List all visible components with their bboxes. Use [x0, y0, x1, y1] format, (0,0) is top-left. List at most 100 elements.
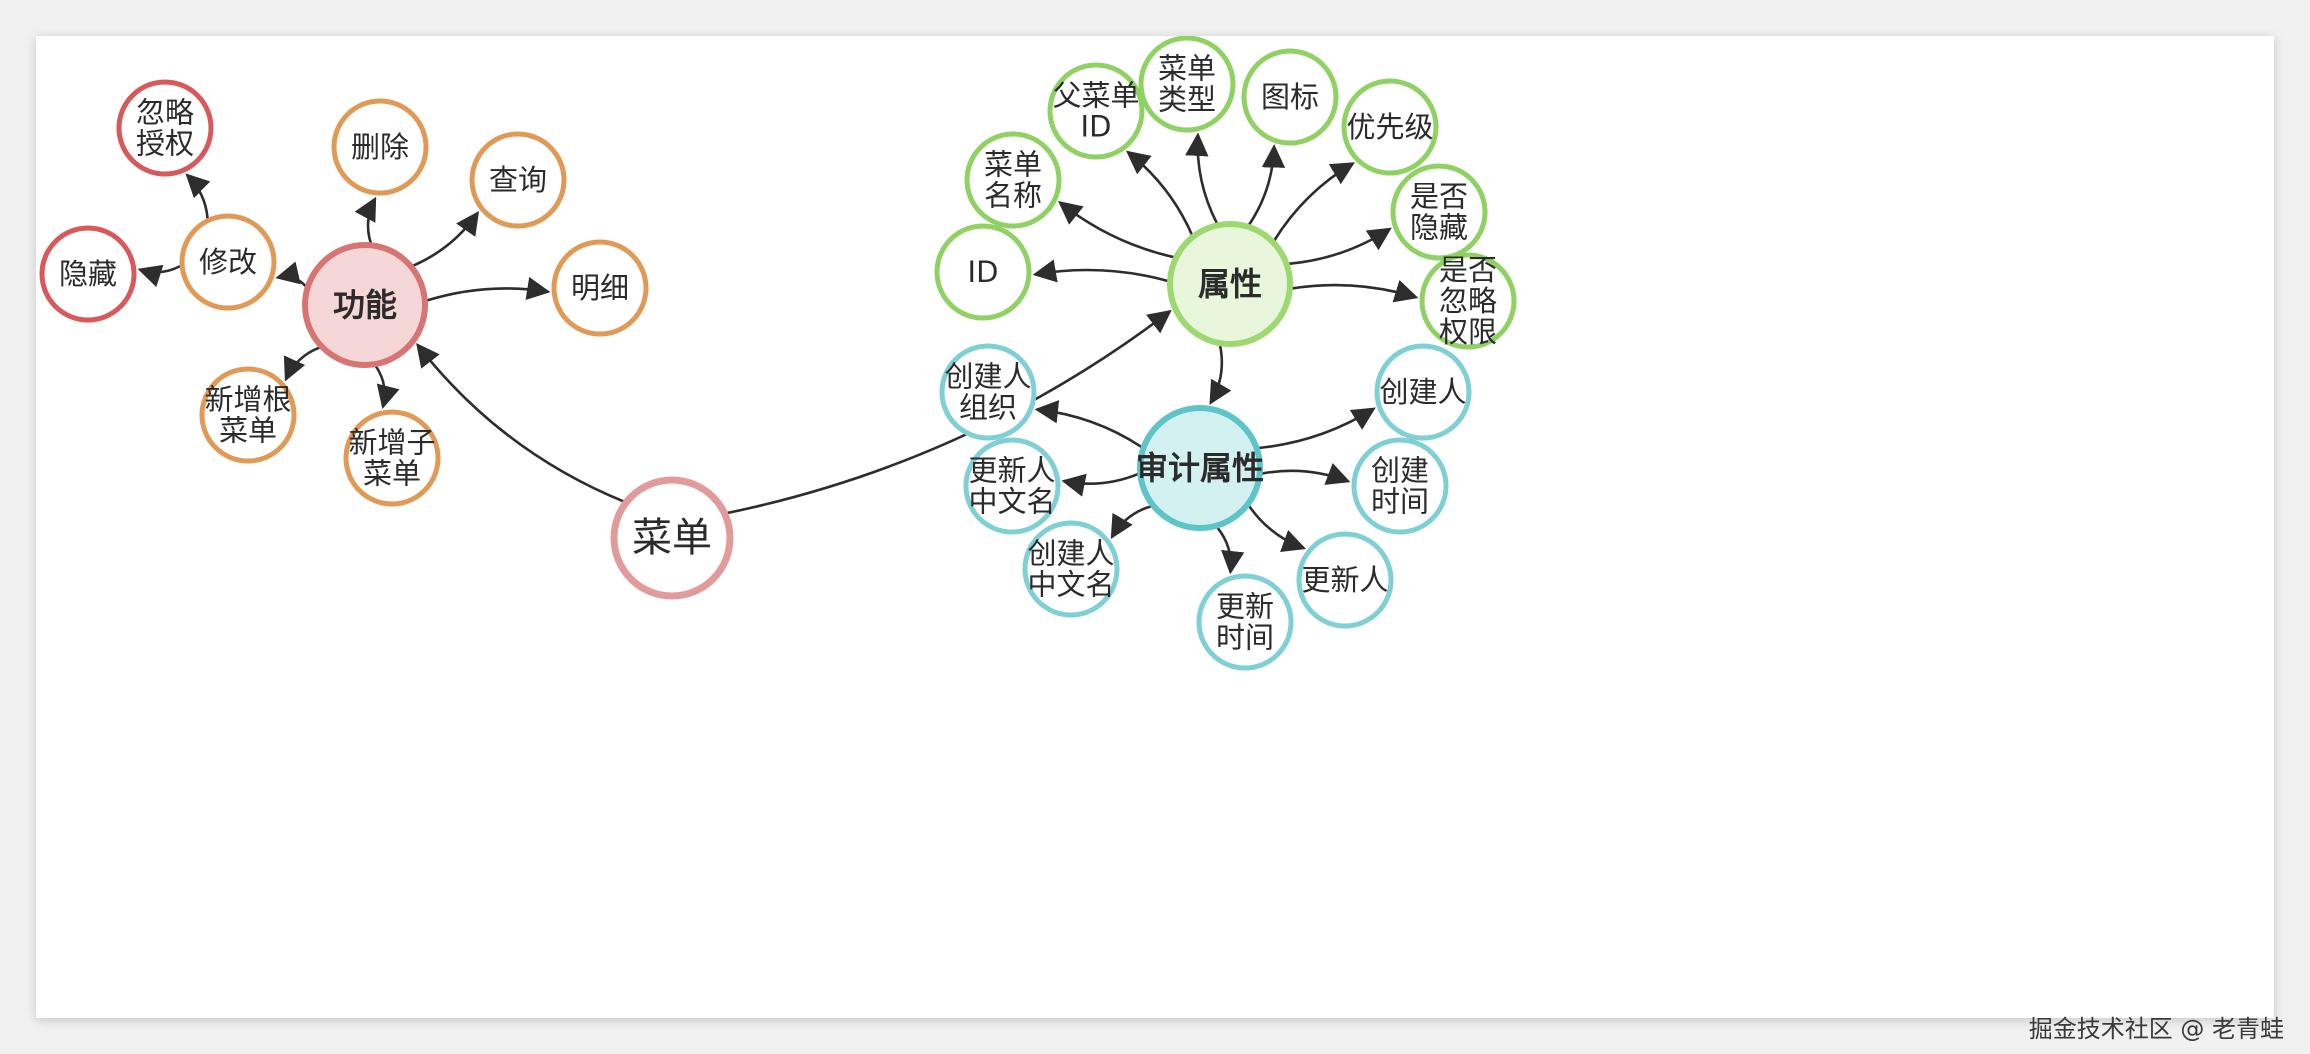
node-circle — [331, 98, 429, 196]
edge-attr-to-parent_id — [1126, 150, 1194, 236]
node-circle — [469, 131, 567, 229]
node-hide[interactable]: 隐藏 — [39, 225, 137, 323]
node-add-child[interactable]: 新增子菜单 — [343, 409, 441, 507]
edge-audit-to-update_time — [1216, 526, 1245, 575]
node-label: 是否忽略权限 — [1439, 253, 1497, 349]
node-updater-cn[interactable]: 更新人中文名 — [963, 437, 1061, 535]
node-label: 更新时间 — [1216, 590, 1274, 655]
edge-func-to-delete — [354, 196, 377, 244]
edge-func-to-query — [412, 210, 480, 267]
node-circle — [963, 437, 1061, 535]
edge-modify-to-hide — [137, 264, 181, 288]
node-label: 是否隐藏 — [1410, 180, 1468, 245]
node-updater[interactable]: 更新人 — [1296, 531, 1394, 629]
node-create-time[interactable]: 创建时间 — [1351, 437, 1449, 535]
node-circle — [551, 239, 649, 337]
node-circle — [939, 343, 1037, 441]
node-label: 创建人中文名 — [1027, 537, 1114, 602]
node-is-hidden[interactable]: 是否隐藏 — [1390, 163, 1488, 261]
edge-audit-to-updater_cn — [1061, 472, 1139, 497]
edge-attr-to-ignore_perm — [1291, 279, 1419, 303]
edge-audit-to-creator — [1258, 407, 1376, 450]
node-priority[interactable]: 优先级 — [1341, 78, 1439, 176]
node-audit[interactable]: 审计属性 — [1136, 405, 1264, 531]
node-creator-org[interactable]: 创建人组织 — [939, 343, 1037, 441]
node-label: 更新人中文名 — [968, 454, 1055, 519]
node-label: 创建人组织 — [944, 360, 1031, 425]
node-circle — [964, 131, 1062, 229]
node-func[interactable]: 功能 — [302, 242, 428, 368]
node-circle — [39, 225, 137, 323]
edge-attr-to-audit — [1209, 344, 1232, 405]
node-label: 新增子菜单 — [348, 426, 435, 491]
node-creator[interactable]: 创建人 — [1374, 343, 1472, 441]
node-delete[interactable]: 删除 — [331, 98, 429, 196]
edge-menu-to-attr — [726, 309, 1172, 515]
edge-attr-to-menu_name — [1058, 201, 1175, 259]
node-circle — [1390, 163, 1488, 261]
watermark-text: 掘金技术社区 @ 老青蛙 — [2028, 1015, 2284, 1043]
node-modify[interactable]: 修改 — [179, 213, 277, 311]
node-query[interactable]: 查询 — [469, 131, 567, 229]
edge-attr-to-menu_type — [1185, 132, 1219, 224]
node-label: 功能 — [333, 286, 397, 324]
node-circle — [1296, 531, 1394, 629]
edge-audit-to-creator_org — [1034, 400, 1143, 449]
node-label: 菜单 — [632, 515, 712, 561]
edge-audit-to-updater — [1248, 505, 1307, 552]
node-attr[interactable]: 属性 — [1167, 221, 1293, 347]
node-circle — [1241, 48, 1339, 146]
node-menu[interactable]: 菜单 — [610, 476, 734, 600]
node-label: 优先级 — [1346, 110, 1433, 144]
node-circle — [1196, 573, 1294, 671]
node-ignore-auth[interactable]: 忽略授权 — [116, 79, 214, 177]
node-circle — [1167, 221, 1293, 347]
node-circle — [934, 223, 1032, 321]
node-id[interactable]: ID — [934, 223, 1032, 321]
node-label: 创建人 — [1379, 375, 1466, 409]
edge-attr-to-icon — [1247, 144, 1286, 226]
node-menu-name[interactable]: 菜单名称 — [964, 131, 1062, 229]
edge-menu-to-func — [416, 343, 625, 503]
node-label: 属性 — [1198, 265, 1262, 303]
node-ignore-perm[interactable]: 是否忽略权限 — [1419, 252, 1517, 350]
edge-func-to-modify — [275, 261, 307, 288]
node-label: 修改 — [199, 245, 257, 279]
node-label: 菜单名称 — [984, 148, 1042, 213]
node-circle — [1351, 437, 1449, 535]
node-circle — [343, 409, 441, 507]
node-detail[interactable]: 明细 — [551, 239, 649, 337]
edge-attr-to-id — [1032, 259, 1169, 283]
node-circle — [1137, 405, 1263, 531]
node-circle — [179, 213, 277, 311]
node-label: 删除 — [351, 130, 409, 164]
node-label: 创建时间 — [1371, 454, 1429, 519]
node-circle — [1047, 62, 1145, 160]
node-label: 更新人 — [1301, 563, 1388, 597]
edge-func-to-add_root — [283, 346, 321, 382]
node-label: 查询 — [489, 163, 547, 197]
edge-audit-to-creator_cn — [1110, 504, 1152, 539]
node-circle — [1022, 520, 1120, 618]
edge-func-to-detail — [426, 276, 551, 302]
node-label: ID — [968, 255, 999, 289]
edge-attr-to-is_hidden — [1288, 227, 1392, 266]
node-icon[interactable]: 图标 — [1241, 48, 1339, 146]
edge-modify-to-ignore_auth — [185, 173, 211, 219]
node-circle — [1374, 343, 1472, 441]
node-menu-type[interactable]: 菜单类型 — [1138, 36, 1236, 133]
node-update-time[interactable]: 更新时间 — [1196, 573, 1294, 671]
node-label: 图标 — [1261, 80, 1319, 114]
node-label: 明细 — [571, 271, 629, 305]
node-circle — [199, 366, 297, 464]
edge-attr-to-priority — [1273, 162, 1355, 242]
edge-audit-to-create_time — [1261, 462, 1351, 485]
node-circle — [116, 79, 214, 177]
node-add-root[interactable]: 新增根菜单 — [199, 366, 297, 464]
node-label: 审计属性 — [1136, 449, 1264, 487]
node-label: 忽略授权 — [136, 96, 194, 161]
node-creator-cn[interactable]: 创建人中文名 — [1022, 520, 1120, 618]
mindmap-diagram: 菜单 功能 属性审计属性 修改 删除查询明细新增根菜单新增子菜单 忽略授权隐藏 ID 菜单名称… — [39, 36, 1517, 671]
